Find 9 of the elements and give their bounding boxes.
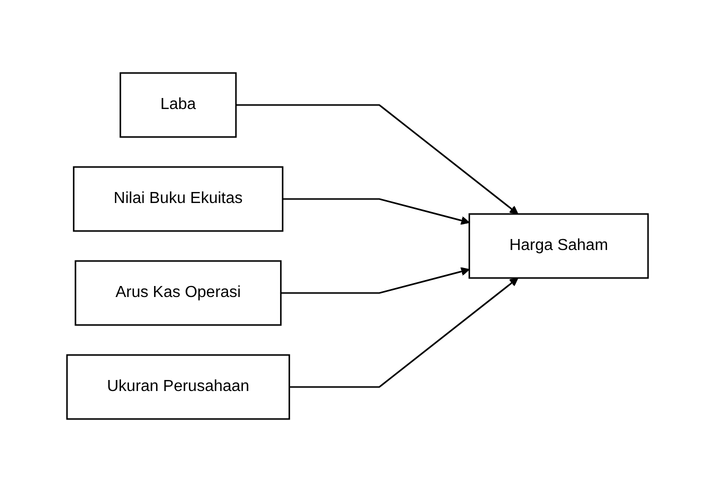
- node-box: Harga Saham: [468, 213, 649, 279]
- arrow: [236, 104, 518, 214]
- arrow: [289, 278, 518, 388]
- arrow: [282, 198, 470, 225]
- node-box: Laba: [120, 72, 237, 138]
- node-box: Ukuran Perusahaan: [66, 354, 290, 420]
- node-box: Arus Kas Operasi: [74, 260, 282, 326]
- arrow: [280, 267, 470, 294]
- node-box: Nilai Buku Ekuitas: [72, 166, 284, 232]
